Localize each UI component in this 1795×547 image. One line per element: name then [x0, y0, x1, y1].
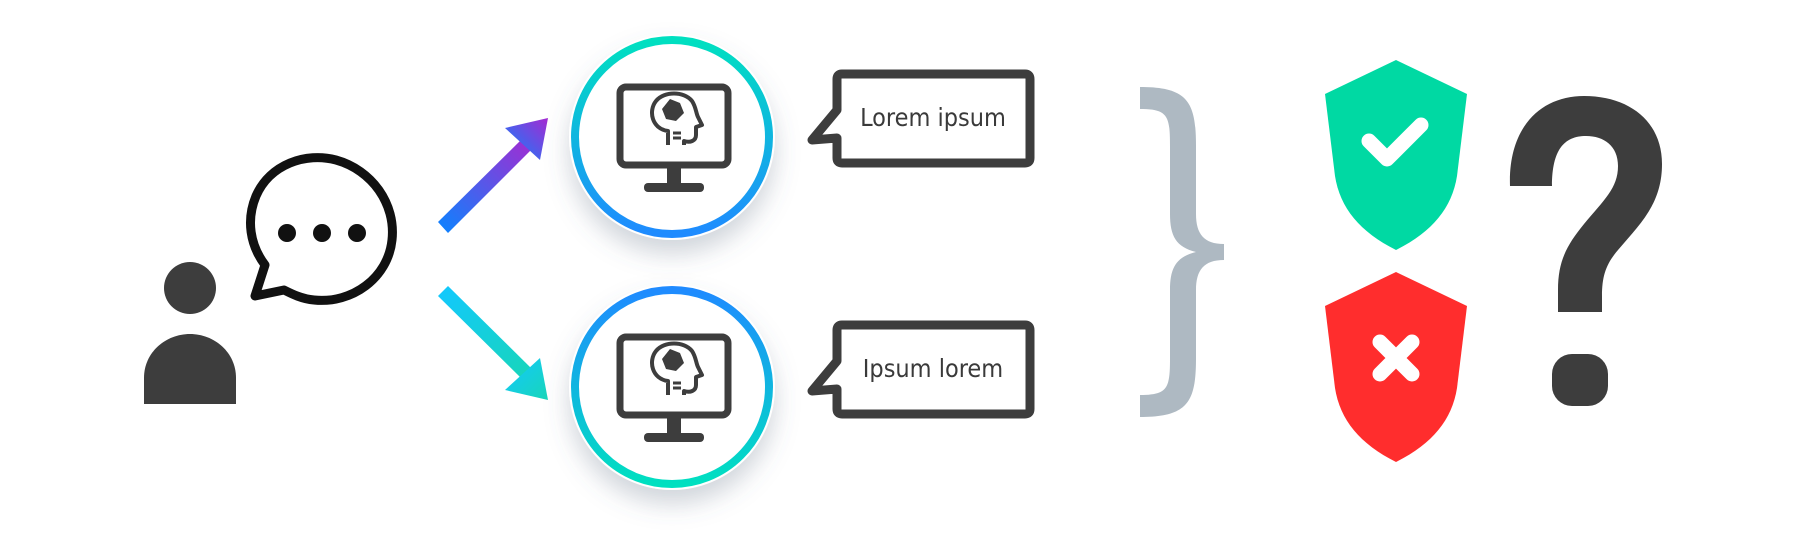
- check-mark: [1361, 117, 1429, 167]
- ellipsis-dot-2: [313, 224, 331, 242]
- response-bubble-top: Lorem ipsum: [807, 69, 1035, 168]
- user-head: [164, 262, 216, 314]
- user-icon: [144, 262, 236, 404]
- ai-node-top: [569, 34, 775, 240]
- shield-check-icon: [1325, 60, 1467, 250]
- ai-node-bottom: [569, 284, 775, 490]
- x-mark: [1372, 334, 1420, 382]
- question-mark-icon: [1509, 96, 1662, 406]
- question-mark-dot: [1552, 354, 1608, 406]
- response-bubble-bottom: Ipsum lorem: [807, 320, 1035, 419]
- response-text-top: Lorem ipsum: [860, 103, 1006, 132]
- speech-bubble-outline: [246, 153, 397, 305]
- ring-bottom: [571, 286, 773, 488]
- ring-top: [571, 36, 773, 238]
- speech-bubble-ellipsis-icon: [246, 153, 397, 305]
- ellipsis-dot-3: [348, 224, 366, 242]
- right-curly-brace: [1140, 87, 1224, 417]
- ellipsis-dot-1: [278, 224, 296, 242]
- shield-x-icon: [1325, 272, 1467, 462]
- user-body: [144, 334, 236, 404]
- arrow-up-right: [438, 118, 548, 233]
- arrow-down-right: [438, 286, 548, 400]
- response-text-bottom: Ipsum lorem: [863, 354, 1003, 383]
